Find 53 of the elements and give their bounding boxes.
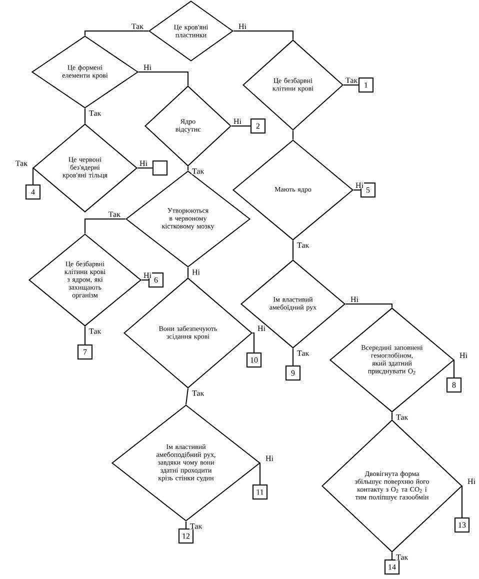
number-box: 11 xyxy=(252,484,268,500)
number-box: 14 xyxy=(384,560,400,574)
connector-line xyxy=(84,108,86,124)
number-box: 10 xyxy=(246,352,262,368)
number-box: 13 xyxy=(454,518,470,532)
empty-box xyxy=(152,160,168,176)
edge-label: Ні xyxy=(350,296,359,302)
edge-label: Ні xyxy=(257,325,266,332)
edge-label: Ні xyxy=(459,352,468,358)
connector-line xyxy=(32,168,34,185)
edge-label: Так xyxy=(108,211,121,218)
edge-label: Так xyxy=(296,242,310,248)
connector-line xyxy=(84,218,126,234)
edge-label: Ні xyxy=(238,23,247,30)
connector-line xyxy=(233,30,294,40)
edge-label: Так xyxy=(296,350,310,356)
edge-label: Ні xyxy=(192,269,200,276)
edge-label: Так xyxy=(396,554,409,560)
connector-line xyxy=(84,326,86,345)
number-box: 9 xyxy=(286,366,300,380)
number-box: 2 xyxy=(250,118,266,134)
number-box: 12 xyxy=(178,528,194,544)
connector-line xyxy=(292,348,294,366)
edge-label: Так xyxy=(190,523,203,530)
edge-label: Так xyxy=(192,390,205,396)
edge-label: Так xyxy=(130,23,144,30)
connector-line xyxy=(292,130,294,140)
connector-line xyxy=(345,304,392,308)
number-box: 8 xyxy=(446,378,462,392)
connector-line xyxy=(292,240,294,260)
connector-line xyxy=(84,30,149,36)
edge-label: Так xyxy=(88,110,102,116)
edge-label: Ні xyxy=(143,64,152,70)
edge-label: Ні xyxy=(233,118,242,124)
edge-label: Ні xyxy=(355,182,364,188)
edge-label: Так xyxy=(192,168,205,174)
connector-line xyxy=(260,462,261,485)
edge-label: Ні xyxy=(467,478,476,484)
number-box: 1 xyxy=(358,78,374,92)
number-box: 7 xyxy=(78,344,92,360)
edge-label: Так xyxy=(88,328,102,334)
connector-line xyxy=(343,84,359,86)
connector-line xyxy=(454,360,455,378)
connector-line xyxy=(252,332,254,353)
number-box: 4 xyxy=(26,184,40,200)
edge-label: Так xyxy=(345,77,358,84)
edge-label: Так xyxy=(396,414,409,420)
connector-line xyxy=(462,486,463,518)
edge-label: Так xyxy=(14,160,28,166)
edge-label: Ні xyxy=(143,272,152,278)
connector-line xyxy=(138,72,188,86)
connector-line xyxy=(186,388,188,405)
edge-label: Ні xyxy=(265,455,274,462)
